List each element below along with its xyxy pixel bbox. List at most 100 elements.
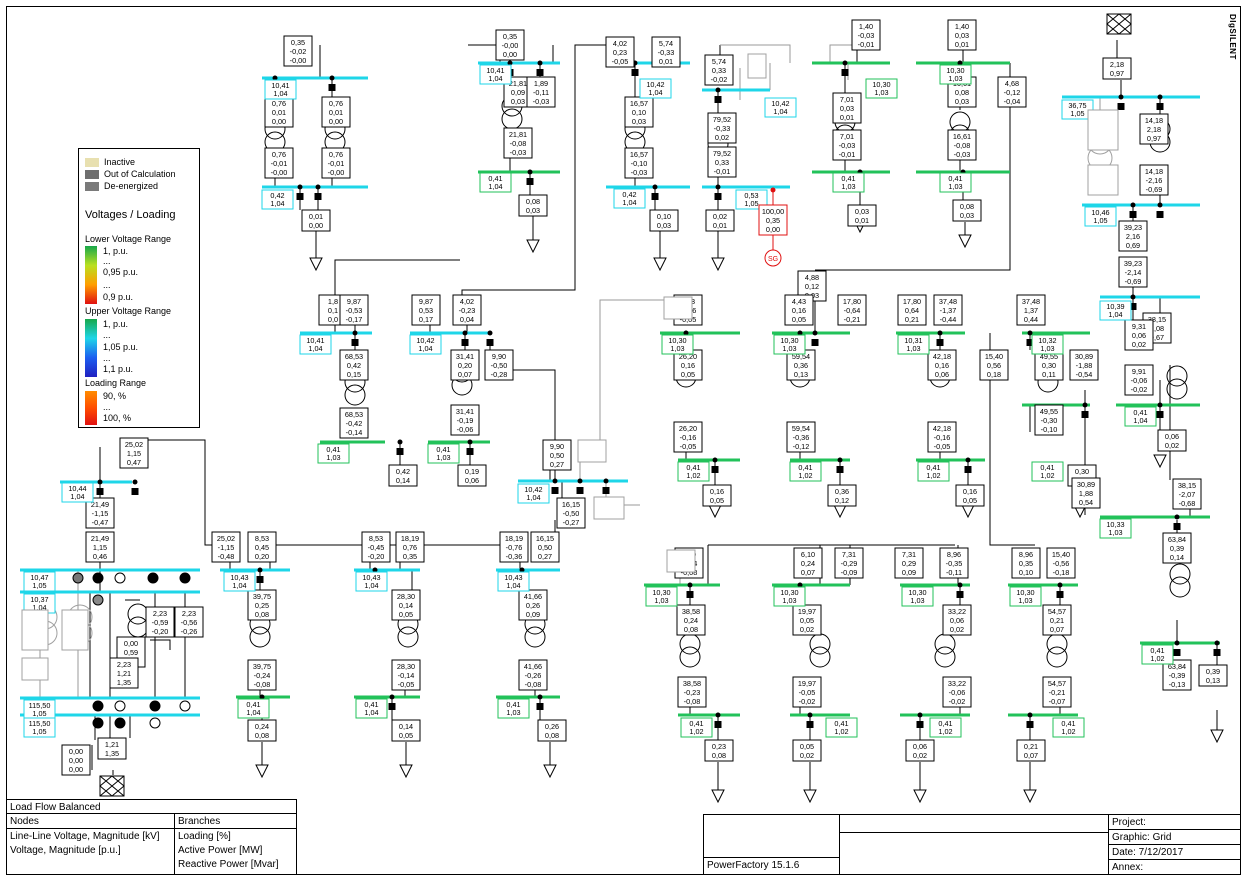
result-value: 2,18 xyxy=(1110,60,1124,69)
result-box: 39,23-2,14-0,69 xyxy=(1118,256,1148,288)
bus-label-value: 10,32 xyxy=(1038,336,1056,345)
bus-label-value: 0,41 xyxy=(488,174,502,183)
legend-upper-dots2: ... xyxy=(103,353,111,363)
out-of-service-element xyxy=(666,549,696,573)
load-arrow xyxy=(711,257,725,272)
result-value: -0,08 xyxy=(510,139,527,148)
result-value: 16,57 xyxy=(630,150,648,159)
bus-label-value: 10,41 xyxy=(486,66,504,75)
bus-label-value: 10,42 xyxy=(416,336,434,345)
bus-connection-dot xyxy=(807,712,813,718)
result-value: -0,18 xyxy=(1053,568,1070,577)
result-box: 0,010,00 xyxy=(301,209,331,232)
upper-voltage-gradient xyxy=(85,319,97,377)
bus-connection-dot xyxy=(1130,202,1136,208)
result-value: 63,84 xyxy=(1168,662,1186,671)
legend-inactive-label: Inactive xyxy=(104,157,136,167)
bus-connection-dot xyxy=(507,60,513,66)
result-box: 37,481,370,44 xyxy=(1016,294,1046,326)
result-value: -0,05 xyxy=(680,442,697,451)
breaker xyxy=(1056,591,1064,598)
bus-label: 10,431,04 xyxy=(355,571,388,592)
result-box: 16,61-0,08-0,03 xyxy=(947,129,977,161)
result-box-frame xyxy=(174,606,204,638)
external-grid-hatch xyxy=(1106,13,1132,35)
bus-connection-dot xyxy=(715,87,721,93)
result-value: 0,76 xyxy=(272,99,286,108)
result-box-frame xyxy=(933,294,963,326)
result-box: 26,20-0,16-0,05 xyxy=(673,421,703,453)
result-value: 0,76 xyxy=(272,150,286,159)
result-box-frame xyxy=(1071,477,1101,509)
result-value: 0,01 xyxy=(955,40,969,49)
bus-label: 10,431,04 xyxy=(223,571,256,592)
legend-loading-range: Loading Range xyxy=(85,378,147,388)
bus-label-value: 1,05 xyxy=(1070,109,1084,118)
breaker xyxy=(651,193,659,200)
result-value: -0,03 xyxy=(533,97,550,106)
result-value: 0,24 xyxy=(684,616,698,625)
result-value: 0,16 xyxy=(792,306,806,315)
result-value: 0,08 xyxy=(255,731,269,740)
result-value: 0,03 xyxy=(955,31,969,40)
result-value: 0,26 xyxy=(526,601,540,610)
result-value: 8,96 xyxy=(947,550,961,559)
result-value: 0,09 xyxy=(511,88,525,97)
result-value: 0,09 xyxy=(526,610,540,619)
result-box-frame xyxy=(211,531,241,563)
bus-label-frame xyxy=(1031,334,1064,355)
result-value: 9,90 xyxy=(492,352,506,361)
result-box-frame xyxy=(707,112,737,144)
result-value: -0,50 xyxy=(491,361,508,370)
bus-label: 10,301,03 xyxy=(661,334,694,355)
result-value: 41,66 xyxy=(524,662,542,671)
result-value: -0,33 xyxy=(658,48,675,57)
legend-lower-dots1: ... xyxy=(103,256,111,266)
result-value: 0,09 xyxy=(902,568,916,577)
bus-label-value: 1,04 xyxy=(622,198,636,207)
bus-label-value: 0,41 xyxy=(1150,646,1164,655)
result-box-frame xyxy=(702,484,732,507)
bus-label: 115,501,05 xyxy=(23,699,56,720)
result-box-frame xyxy=(677,676,707,708)
result-box: 0,760,010,00 xyxy=(264,96,294,128)
result-box: 0,360,12 xyxy=(827,484,857,507)
bus-connection-dot xyxy=(842,60,848,66)
bus-label: 10,411,04 xyxy=(479,64,512,85)
result-box-frame xyxy=(704,739,734,762)
bus-label-value: 115,50 xyxy=(29,701,51,710)
transformer-winding xyxy=(524,626,546,648)
result-value: 0,00 xyxy=(69,747,83,756)
branch-variable-2: Active Power [MW] xyxy=(178,845,263,856)
result-box: 6,100,240,07 xyxy=(793,547,823,579)
bus-label-value: 1,03 xyxy=(948,74,962,83)
bus-label: 0,411,04 xyxy=(355,698,388,719)
result-box-frame xyxy=(321,96,351,128)
result-box: 0,060,02 xyxy=(905,739,935,762)
result-box-frame xyxy=(391,719,421,742)
result-value: -0,54 xyxy=(1076,370,1093,379)
result-box: 7,010,030,01 xyxy=(832,92,862,124)
result-box: 63,840,390,14 xyxy=(1162,532,1192,564)
result-box-frame xyxy=(1016,739,1046,762)
bus-connection-dot xyxy=(97,479,103,485)
result-box-frame xyxy=(537,719,567,742)
result-value: 0,21 xyxy=(905,315,919,324)
line xyxy=(150,639,171,650)
bus-label: 0,421,04 xyxy=(261,189,294,210)
result-box: 7,01-0,03-0,01 xyxy=(832,129,862,161)
result-value: 0,05 xyxy=(963,496,977,505)
result-value: 0,33 xyxy=(712,66,726,75)
bus-label-frame xyxy=(939,172,972,193)
breaker xyxy=(631,69,639,76)
result-box-frame xyxy=(145,606,175,638)
result-box: 1,40-0,03-0,01 xyxy=(851,19,881,51)
result-value: 4,68 xyxy=(1005,79,1019,88)
bus-label: 0,411,03 xyxy=(832,172,865,193)
result-box-frame xyxy=(847,204,877,227)
load-arrow xyxy=(1210,729,1224,744)
result-value: 0,02 xyxy=(713,212,727,221)
result-value: 0,10 xyxy=(657,212,671,221)
result-box: 19,970,050,02 xyxy=(792,604,822,636)
